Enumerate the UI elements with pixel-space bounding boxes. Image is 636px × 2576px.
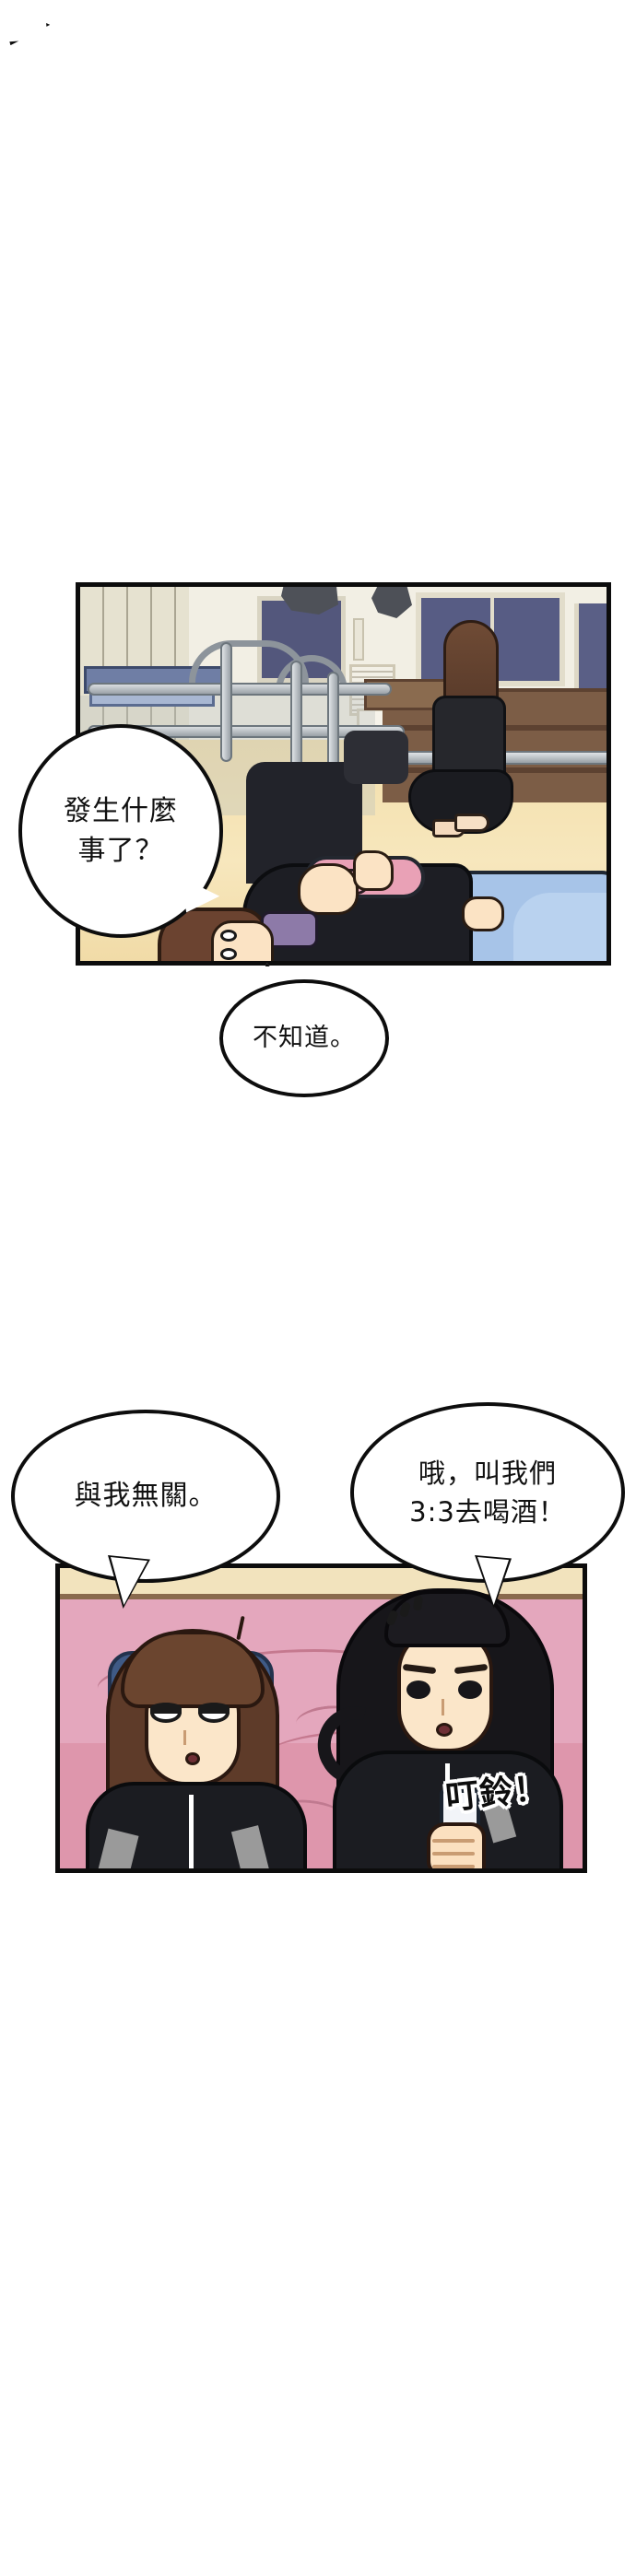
left-girl-bangs <box>121 1631 265 1708</box>
right-girl-eye-right <box>458 1680 482 1699</box>
blue-blanket-highlight <box>513 893 607 961</box>
left-girl-zipper <box>189 1795 194 1868</box>
speech-bubble-2: 不知道。 <box>219 979 389 1097</box>
finger-line-2 <box>432 1852 475 1856</box>
finger-line-3 <box>432 1865 475 1868</box>
speech-bubble-4: 哦，叫我們 3:3去喝酒！ <box>350 1402 625 1583</box>
right-girl-hand <box>427 1822 486 1868</box>
finger-line-1 <box>432 1839 475 1843</box>
dark-bag <box>344 731 408 784</box>
bunk-rail-vertical-1 <box>220 642 232 762</box>
panel-2-artwork <box>60 1568 583 1868</box>
sheet-fold-1 <box>171 1649 410 1716</box>
wall-pipe <box>353 618 364 661</box>
left-girl-mouth <box>185 1752 200 1765</box>
lying-girl-hand-2 <box>462 896 504 931</box>
speech-bubble-4-text: 哦，叫我們 3:3去喝酒！ <box>409 1457 566 1528</box>
lying-girl-hand <box>353 850 394 891</box>
headboard-edge <box>60 1594 583 1599</box>
right-girl-nose <box>442 1699 444 1715</box>
seated-girl-foot-right <box>454 814 489 832</box>
bunk-rail-horizontal-1 <box>88 683 392 696</box>
left-girl-eyelid-right <box>198 1703 230 1714</box>
window-far-right <box>574 603 607 692</box>
right-girl-bangs <box>384 1590 510 1647</box>
left-girl-eyelid-left <box>150 1703 182 1714</box>
lying-girl-face <box>298 863 359 915</box>
foreground-girl-eye-upper <box>220 930 237 942</box>
left-girl-nose <box>183 1730 186 1745</box>
comic-panel-2 <box>55 1563 587 1873</box>
speech-bubble-1-text: 發生什麼 事了？ <box>64 794 178 868</box>
right-girl-eye-left <box>406 1680 430 1699</box>
right-girl-mouth <box>436 1723 453 1737</box>
bubble-1-tail-outline <box>0 0 52 46</box>
speech-bubble-3: 與我無關。 <box>11 1410 280 1583</box>
speech-bubble-2-text: 不知道。 <box>253 1024 356 1053</box>
speech-bubble-3-text: 與我無關。 <box>74 1480 218 1513</box>
foreground-girl-eye-lower <box>220 948 237 960</box>
